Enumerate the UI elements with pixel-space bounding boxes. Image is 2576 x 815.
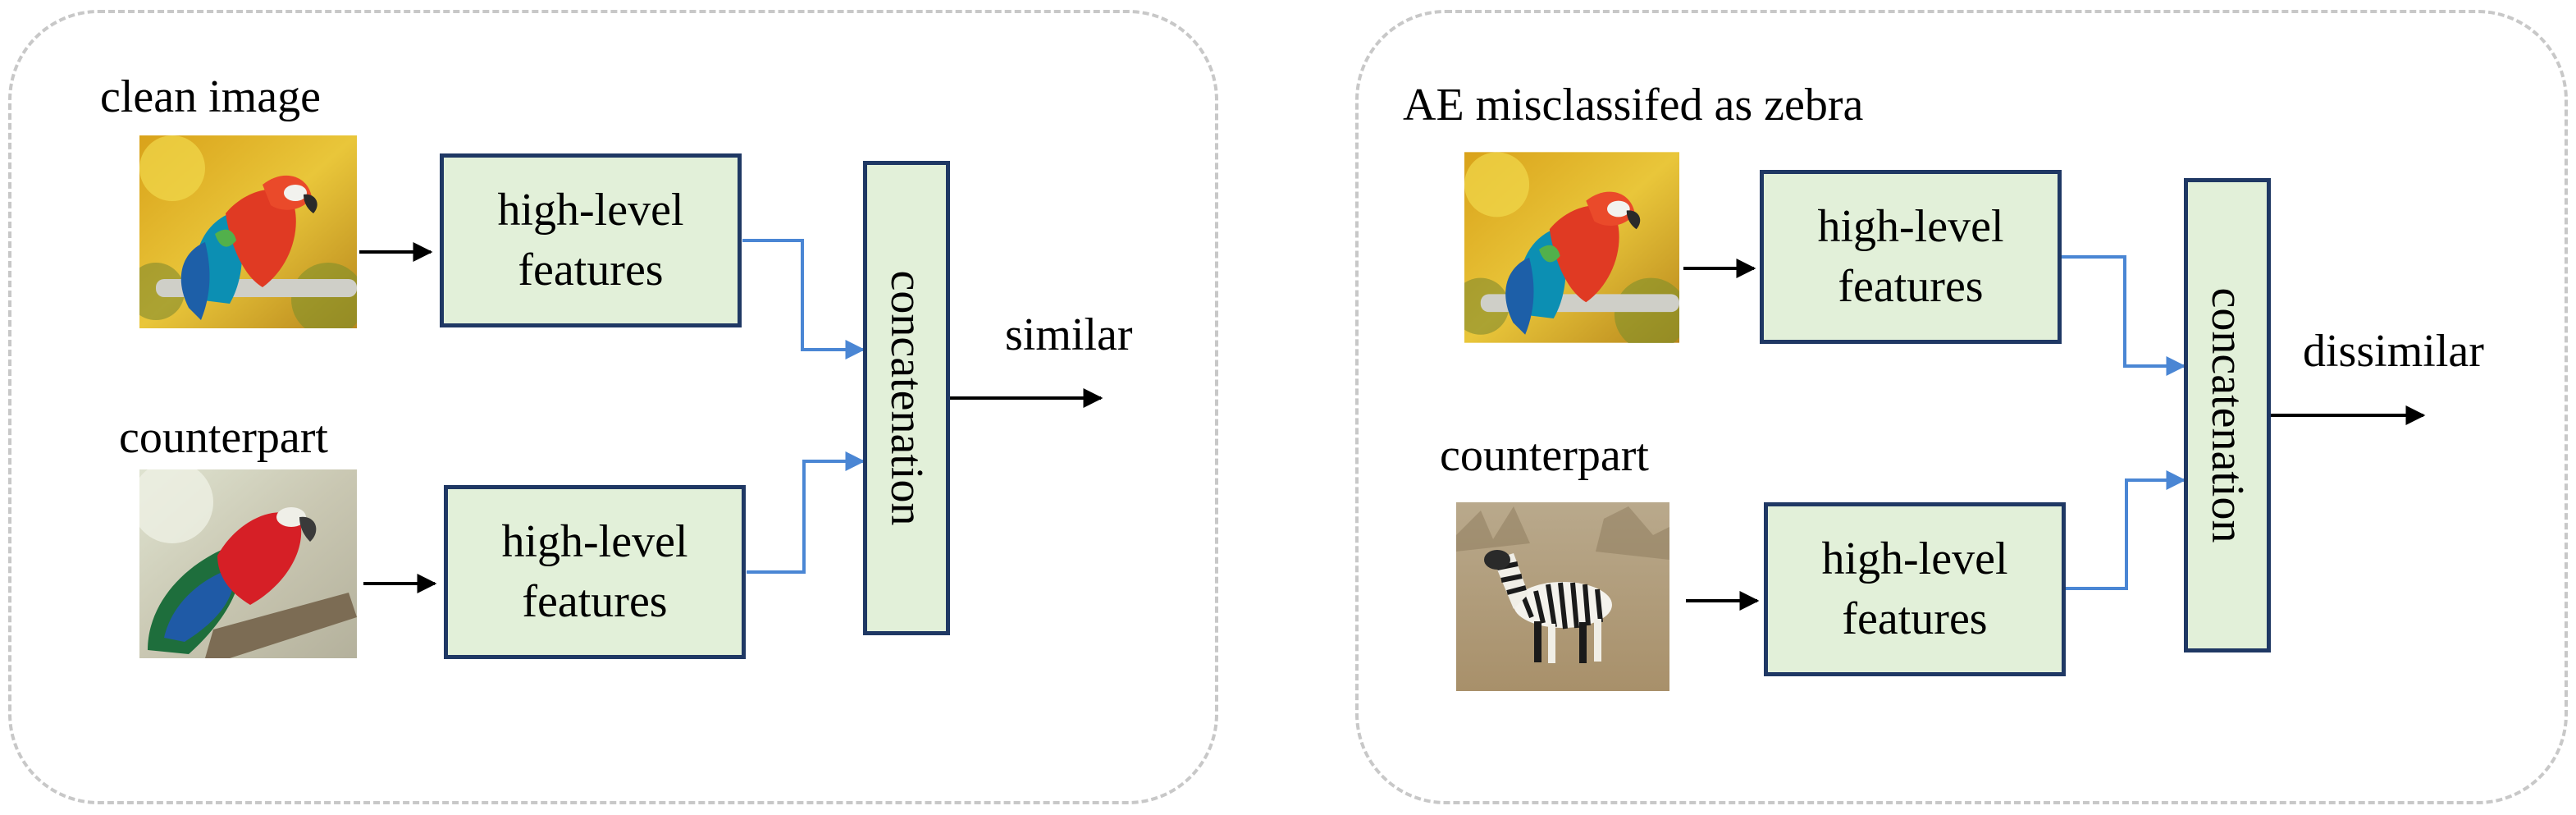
adversarial-parrot-image <box>1464 152 1679 343</box>
left-bottom-blue-arrow <box>747 451 866 574</box>
left-top-blue-arrow <box>742 239 866 359</box>
feature-box-line1: high-level <box>501 516 688 568</box>
right-counterpart-caption: counterpart <box>1440 430 1649 481</box>
ae-caption: AE misclassifed as zebra <box>1403 80 1864 130</box>
feature-box-line2: features <box>518 245 664 295</box>
right-panel <box>1355 10 2568 804</box>
left-concatenation-box: concatenation <box>863 161 950 635</box>
left-top-feature-box: high-level features <box>440 153 742 327</box>
feature-box-line1: high-level <box>1817 201 2004 253</box>
red-parrot-image <box>139 469 357 658</box>
left-counterpart-caption: counterpart <box>119 412 328 463</box>
zebra-image <box>1456 502 1669 691</box>
clean-image-caption: clean image <box>100 71 321 122</box>
right-top-feature-box: high-level features <box>1760 170 2062 344</box>
similar-output-label: similar <box>1005 309 1133 360</box>
feature-box-line2: features <box>1838 261 1984 312</box>
feature-box-line2: features <box>522 576 668 627</box>
left-panel <box>8 10 1218 804</box>
feature-box-line2: features <box>1842 593 1988 644</box>
right-concatenation-box: concatenation <box>2184 178 2271 652</box>
left-bottom-feature-box: high-level features <box>444 485 746 659</box>
feature-box-line1: high-level <box>1821 533 2008 585</box>
clean-parrot-image <box>139 135 357 328</box>
feature-box-line1: high-level <box>497 185 684 236</box>
right-top-blue-arrow <box>2061 255 2186 376</box>
dissimilar-output-label: dissimilar <box>2303 326 2484 377</box>
concatenation-label: concatenation <box>881 270 932 526</box>
right-bottom-feature-box: high-level features <box>1764 502 2066 676</box>
right-bottom-blue-arrow <box>2066 470 2186 590</box>
concatenation-label: concatenation <box>2202 287 2253 543</box>
